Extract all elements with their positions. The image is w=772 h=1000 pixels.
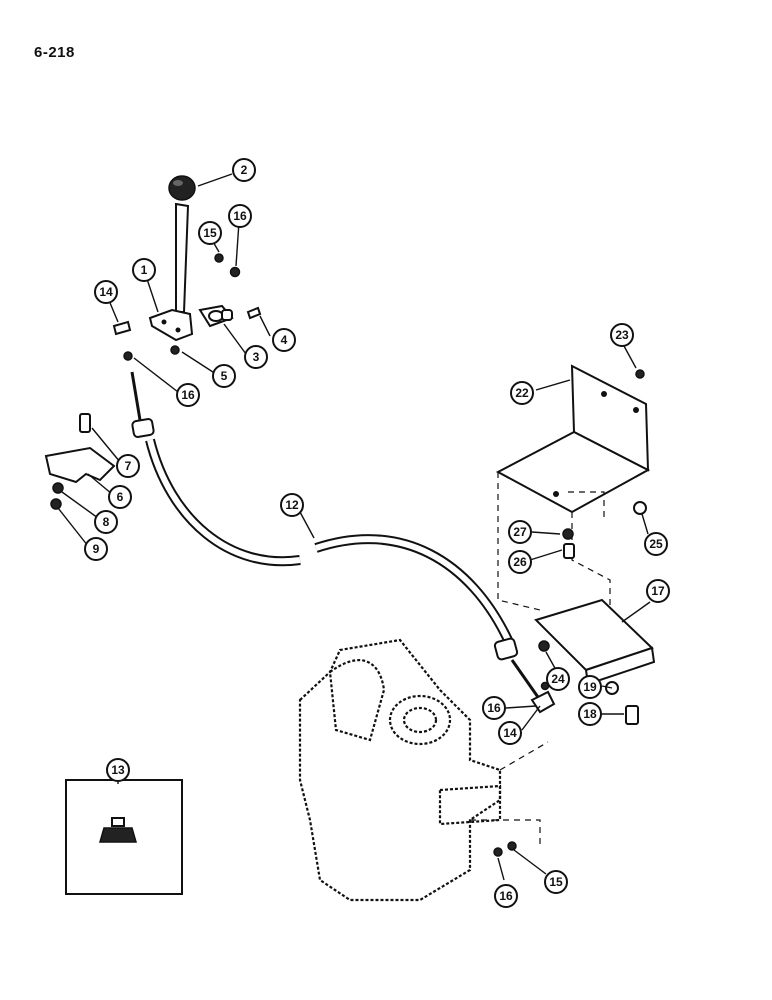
svg-text:16: 16 [487, 701, 501, 715]
callout-23: 23 [610, 323, 634, 347]
page-number: 6-218 [34, 44, 75, 61]
callout-25: 25 [644, 532, 668, 556]
svg-text:13: 13 [111, 763, 125, 777]
callout-6: 6 [108, 485, 132, 509]
svg-text:26: 26 [513, 555, 527, 569]
callout-26: 26 [508, 550, 532, 574]
svg-text:7: 7 [125, 459, 132, 473]
callout-1: 1 [132, 258, 156, 282]
svg-text:14: 14 [503, 726, 517, 740]
callout-16-cable: 16 [482, 696, 506, 720]
svg-text:9: 9 [93, 542, 100, 556]
callout-17: 17 [646, 579, 670, 603]
callout-15-housing: 15 [544, 870, 568, 894]
callout-22: 22 [510, 381, 534, 405]
callout-14: 14 [94, 280, 118, 304]
svg-text:15: 15 [203, 226, 217, 240]
callout-14-cable: 14 [498, 721, 522, 745]
callout-24: 24 [546, 667, 570, 691]
callout-3: 3 [244, 345, 268, 369]
callout-18: 18 [578, 702, 602, 726]
callout-16-lever: 16 [176, 383, 200, 407]
svg-text:17: 17 [651, 584, 665, 598]
lever-hardware-parts [112, 253, 262, 361]
svg-text:22: 22 [515, 386, 529, 400]
leader-lines [57, 173, 651, 881]
callout-16: 16 [228, 204, 252, 228]
callout-13: 13 [106, 758, 130, 782]
svg-text:12: 12 [285, 498, 299, 512]
mounting-bracket-part [495, 364, 651, 620]
svg-text:3: 3 [253, 350, 260, 364]
callout-15: 15 [198, 221, 222, 245]
svg-text:16: 16 [181, 388, 195, 402]
svg-text:18: 18 [583, 707, 597, 721]
svg-text:24: 24 [551, 672, 565, 686]
callout-4: 4 [272, 328, 296, 352]
svg-text:16: 16 [499, 889, 513, 903]
callout-12: 12 [280, 493, 304, 517]
callout-2: 2 [232, 158, 256, 182]
svg-text:16: 16 [233, 209, 247, 223]
svg-text:1: 1 [141, 263, 148, 277]
svg-text:27: 27 [513, 525, 527, 539]
callout-7: 7 [116, 454, 140, 478]
callout-9: 9 [84, 537, 108, 561]
svg-text:14: 14 [99, 285, 113, 299]
svg-text:23: 23 [615, 328, 629, 342]
svg-text:8: 8 [103, 515, 110, 529]
callout-5: 5 [212, 364, 236, 388]
inset-panel [65, 779, 183, 895]
svg-text:15: 15 [549, 875, 563, 889]
knob-part [168, 175, 196, 201]
callout-27: 27 [508, 520, 532, 544]
svg-text:25: 25 [649, 537, 663, 551]
callout-8: 8 [94, 510, 118, 534]
cable-clamp-plate-part [44, 413, 116, 510]
pivot-bracket-part [198, 304, 234, 328]
transmission-housing-part [298, 638, 556, 902]
svg-text:19: 19 [583, 680, 597, 694]
callout-16-housing: 16 [494, 884, 518, 908]
svg-text:5: 5 [221, 369, 228, 383]
callout-19: 19 [578, 675, 602, 699]
shift-lever-part [148, 202, 194, 342]
svg-text:6: 6 [117, 490, 124, 504]
svg-text:2: 2 [241, 163, 248, 177]
svg-text:4: 4 [281, 333, 288, 347]
control-cable-part [130, 371, 542, 701]
